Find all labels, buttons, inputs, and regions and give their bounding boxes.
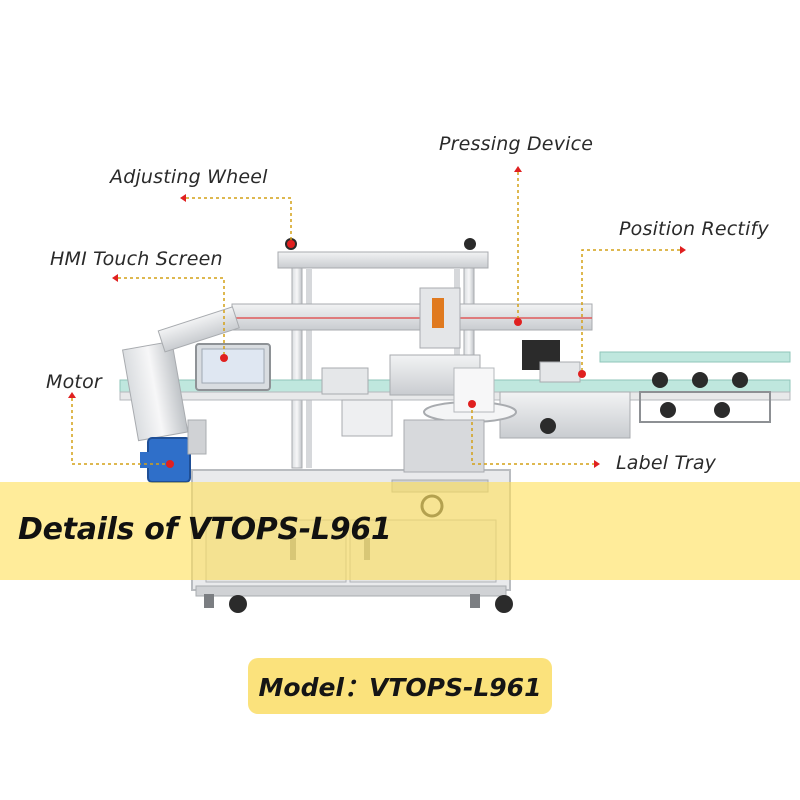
callout-label-tray: Label Tray bbox=[616, 452, 717, 474]
callout-hmi-touch-screen: HMI Touch Screen bbox=[50, 248, 223, 270]
callout-motor: Motor bbox=[46, 371, 102, 393]
callout-pressing-device: Pressing Device bbox=[439, 133, 594, 155]
model-text: Model：VTOPS-L961 bbox=[258, 673, 542, 702]
callout-adjusting-wheel: Adjusting Wheel bbox=[110, 166, 268, 188]
callout-position-rectify: Position Rectify bbox=[619, 218, 769, 240]
title-band bbox=[0, 482, 800, 580]
banner-title: Details of VTOPS-L961 bbox=[18, 512, 392, 547]
model-pill: Model：VTOPS-L961 bbox=[248, 658, 552, 714]
